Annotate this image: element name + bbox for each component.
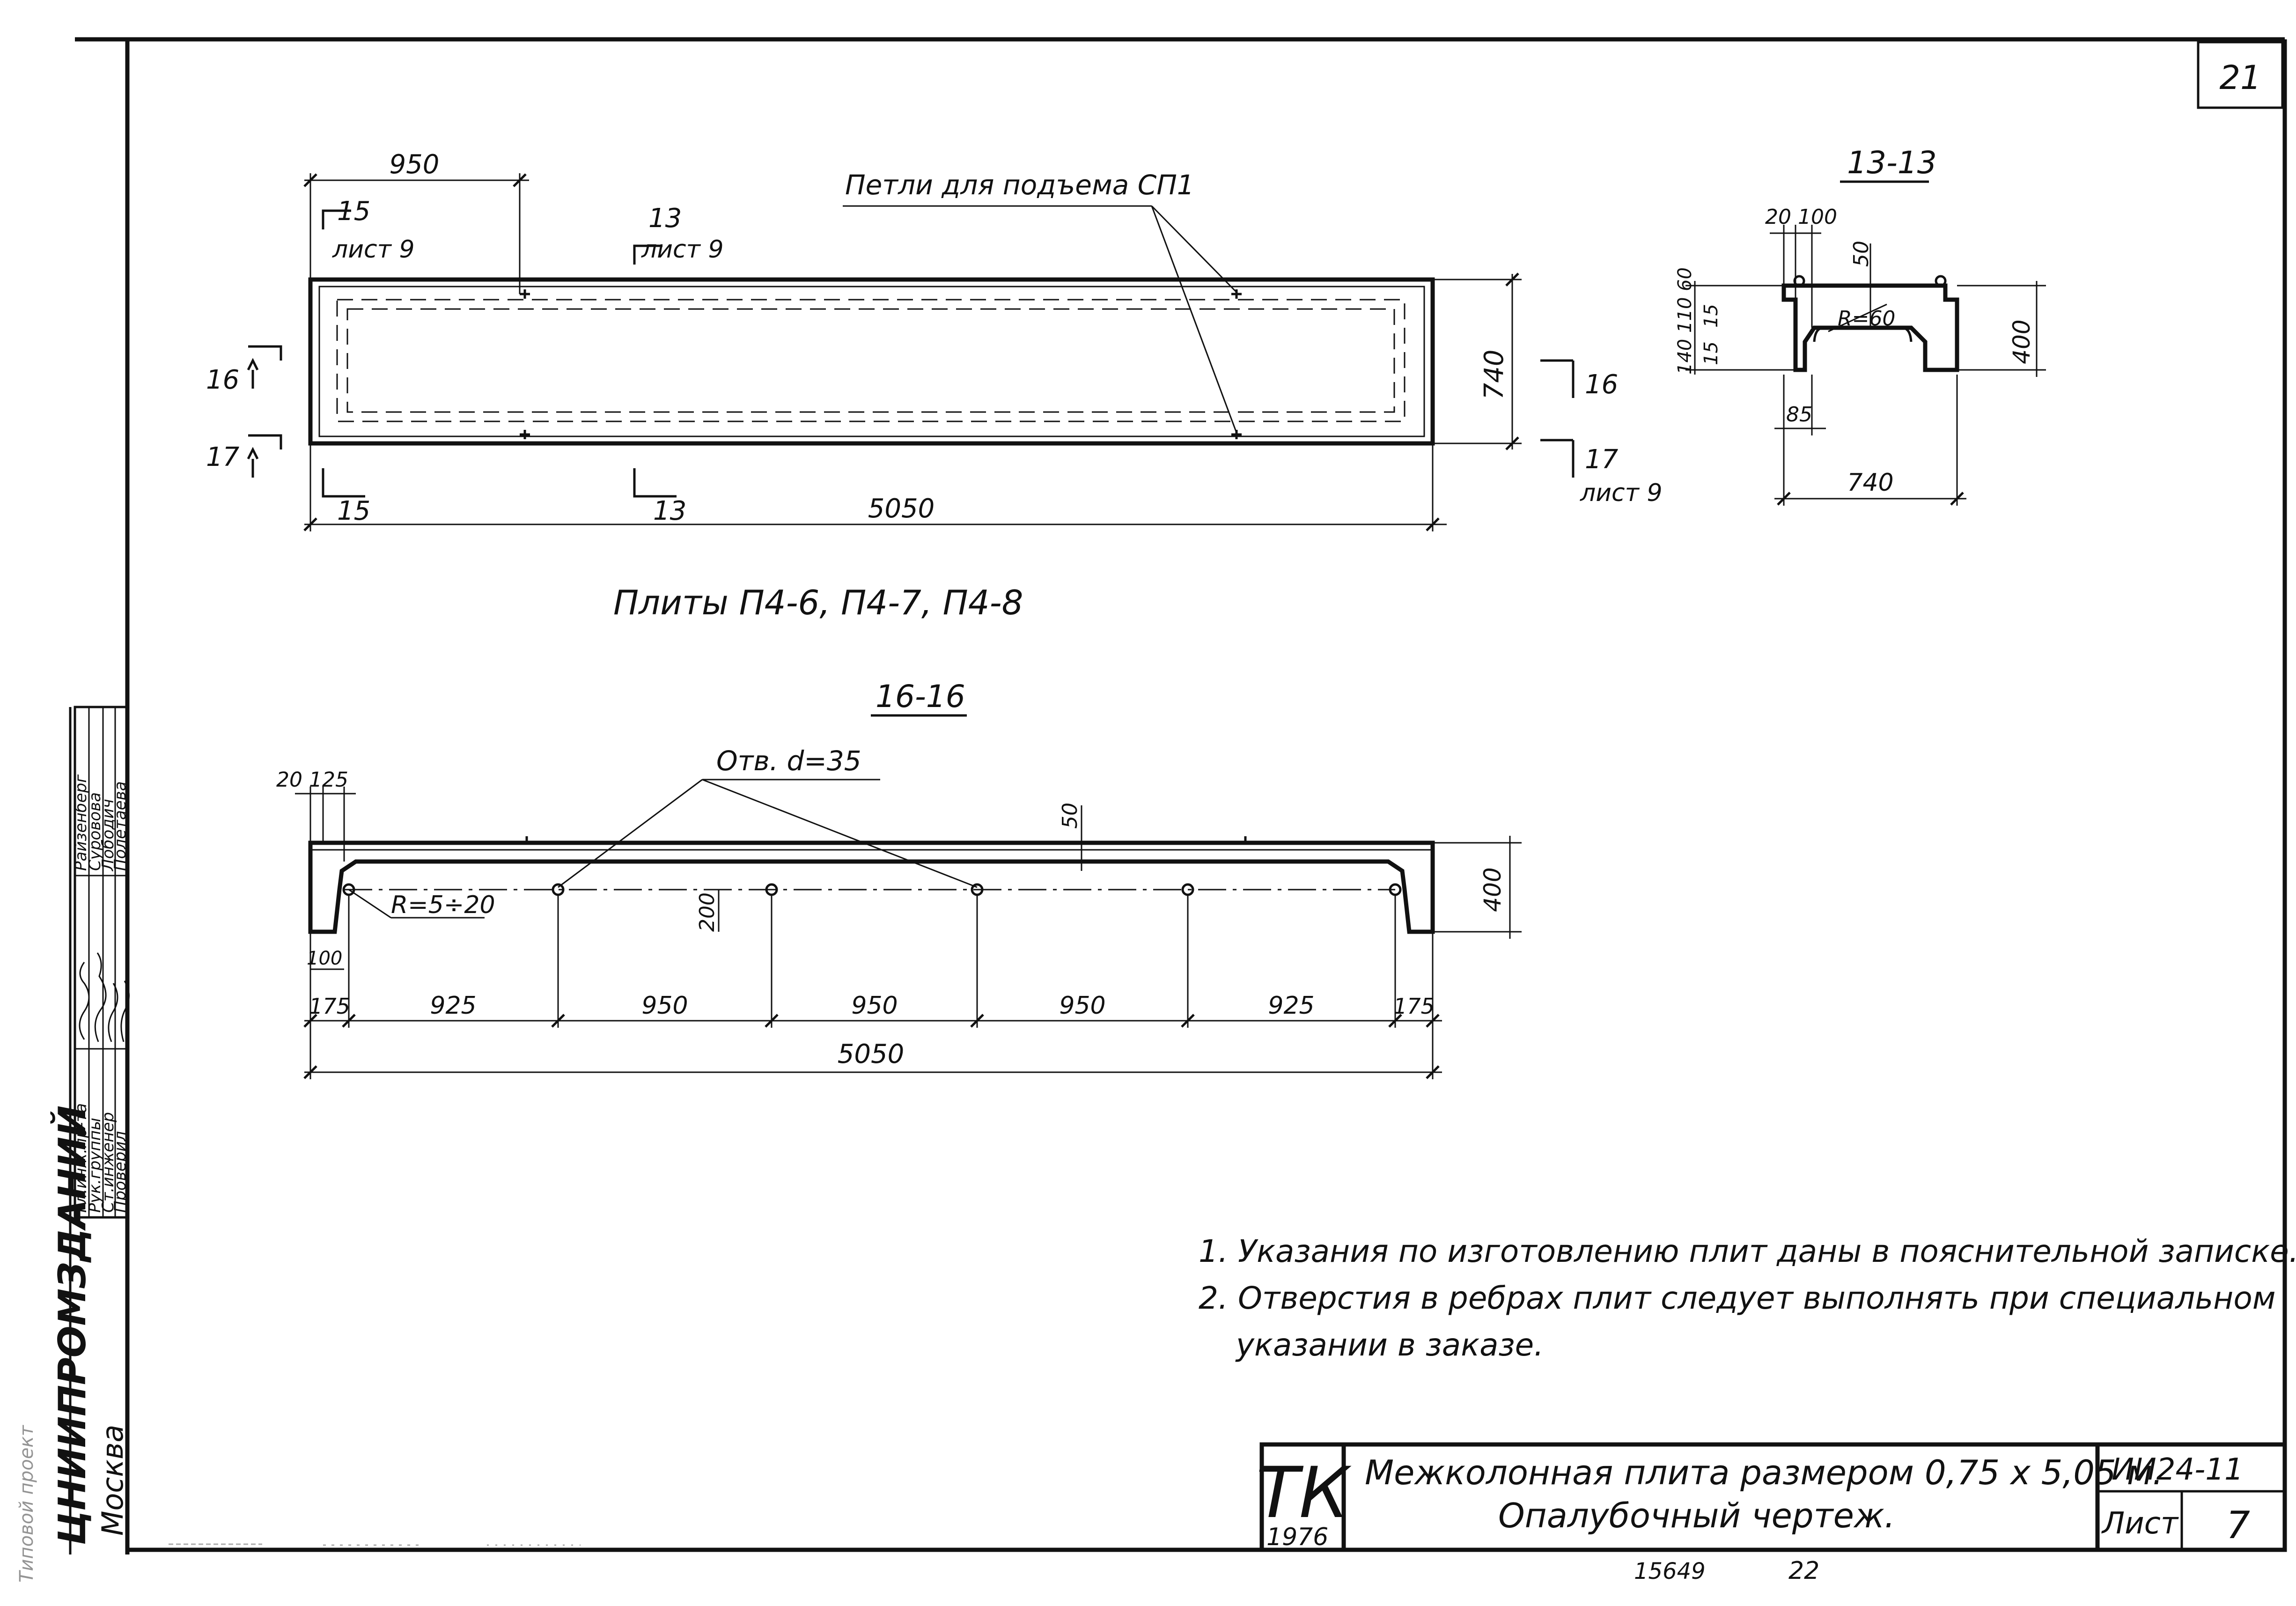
section-13-dim-15b: 15: [1700, 341, 1722, 365]
plan-dim-5050-label: 5050: [868, 494, 935, 524]
plan-dim-950-label: 950: [390, 149, 440, 180]
sidebar-faded-text: Типовой проект: [16, 1424, 37, 1583]
svg-text:15: 15: [337, 196, 370, 227]
cut-mark-17-right: 17 лист 9: [1540, 439, 1663, 507]
plan-dim-740-label: 740: [1479, 350, 1509, 400]
sidebar-name-1: Райзенберг: [72, 774, 90, 871]
svg-text:17: 17: [1585, 444, 1619, 475]
title-line-1: Межколонная плита размером 0,75 х 5,05 м…: [1365, 1453, 2163, 1492]
section-13-title: 13-13: [1847, 145, 1937, 181]
span-5: 950: [1059, 992, 1105, 1020]
plan-dim-740: 740: [1433, 273, 1522, 450]
note-2: 2. Отверстия в ребрах плит следует выпол…: [1199, 1280, 2276, 1316]
sidebar-role-3: Ст.инженер: [99, 1112, 118, 1213]
section-13-radius: R=60: [1838, 307, 1895, 331]
signature-4: [120, 980, 130, 1042]
section-13-height: 400: [2008, 319, 2035, 364]
sidebar-role-2: Рук.группы: [86, 1118, 104, 1213]
footer-number: 15649: [1634, 1558, 1706, 1584]
svg-text:лист 9: лист 9: [1580, 479, 1663, 507]
sheet-frame: [75, 37, 2287, 1554]
title-block: ТК 1976 Межколонная плита размером 0,75 …: [1256, 1442, 2287, 1552]
title-logo: ТК: [1256, 1452, 1352, 1534]
plan-dim-5050: 5050: [303, 443, 1447, 531]
svg-text:16: 16: [206, 365, 239, 395]
section-13-dim-85: 85: [1786, 403, 1812, 427]
svg-text:13: 13: [648, 203, 682, 234]
section-16-radius: R=5÷20: [391, 891, 495, 919]
svg-text:15: 15: [337, 496, 370, 526]
section-13-width: 740: [1847, 469, 1893, 497]
section-13-dim-top: 20 100: [1765, 205, 1837, 229]
footer-page: 22: [1788, 1557, 1819, 1585]
section-13-dim-left: 140 110 60: [1674, 267, 1696, 375]
section-16-span-chain: 175 925 950 950 950 925 175: [303, 894, 1442, 1028]
section-16-total-label: 5050: [838, 1039, 905, 1069]
scan-artifacts: [169, 1543, 581, 1546]
sidebar-role-1: Гл.инж.пр-та: [72, 1103, 90, 1213]
section-13-profile: [1781, 283, 1959, 372]
section-16-16: 16-16 Отв. d=35 20 125 50: [276, 678, 1522, 1079]
sidebar-name-4: Полетаева: [111, 781, 130, 871]
sidebar-name-2: Суровова: [86, 792, 104, 871]
title-line-2: Опалубочный чертеж.: [1498, 1496, 1895, 1535]
section-16-dim-top-left: 20 125: [276, 768, 348, 792]
cut-mark-13-top: 13 лист 9: [633, 203, 724, 265]
plan-view: 950 Петли для подъема СП1 15 лист 9 13 л…: [206, 149, 1663, 531]
signature-3: [108, 983, 118, 1042]
span-7: 175: [1393, 994, 1435, 1019]
note-2-cont: указании в заказе.: [1235, 1327, 1544, 1363]
span-1: 175: [309, 994, 350, 1019]
span-3: 950: [641, 992, 688, 1020]
plates-caption: Плиты П4-6, П4-7, П4-8: [613, 583, 1023, 622]
svg-text:лист 9: лист 9: [641, 236, 724, 264]
loops-label: Петли для подъема СП1: [845, 169, 1194, 201]
svg-text:17: 17: [206, 442, 240, 472]
sidebar-city: Москва: [96, 1425, 130, 1536]
lifting-loop-markers: [520, 289, 1242, 439]
loops-leader: Петли для подъема СП1: [843, 169, 1237, 433]
cut-mark-13-bottom: 13: [633, 468, 686, 526]
sheet-number: 21: [2219, 59, 2261, 97]
title-sheet-label: Лист: [2101, 1506, 2179, 1541]
sidebar-role-4: Проверил: [111, 1131, 130, 1213]
section-16-dim-50: 50: [1058, 803, 1082, 829]
section-16-title: 16-16: [876, 678, 965, 715]
signature-2: [94, 952, 107, 1042]
section-16-hole-label: Отв. d=35: [716, 745, 861, 777]
svg-text:лист 9: лист 9: [332, 236, 415, 264]
cut-mark-16-left: 16: [206, 345, 282, 395]
svg-text:16: 16: [1585, 369, 1618, 400]
title-sheet-value: 7: [2226, 1503, 2250, 1547]
section-13-dim-50: 50: [1849, 241, 1873, 267]
section-13-dim-15a: 15: [1700, 304, 1722, 328]
span-2: 925: [430, 992, 476, 1020]
signature-1: [79, 962, 90, 1040]
section-13-13: 13-13 20 100 50 140 110 60 15 15 R=60 40…: [1674, 145, 2046, 506]
section-16-dim-100: 100: [307, 948, 342, 969]
section-16-total: 5050: [303, 1028, 1442, 1079]
title-series: ИИ24-11: [2112, 1452, 2244, 1487]
sidebar-org: ЦНИИПРОМЗДАНИЙ: [50, 1105, 94, 1545]
sidebar-stamp: Гл.инж.пр-та Рук.группы Ст.инженер Прове…: [16, 706, 130, 1583]
cut-mark-17-left: 17: [206, 434, 282, 478]
span-4: 950: [851, 992, 898, 1020]
note-1: 1. Указания по изготовлению плит даны в …: [1199, 1233, 2296, 1269]
plan-dim-950: 950: [303, 149, 529, 294]
cut-mark-15-top: 15 лист 9: [322, 196, 415, 264]
cut-mark-15-bottom: 15: [322, 468, 370, 526]
title-year: 1976: [1266, 1523, 1328, 1551]
section-16-height: 400: [1479, 867, 1506, 912]
cut-mark-16-right: 16: [1540, 359, 1618, 400]
sidebar-name-3: Лободич: [99, 799, 118, 872]
svg-text:13: 13: [653, 496, 686, 526]
sheet-number-box: 21: [2197, 41, 2284, 109]
notes: 1. Указания по изготовлению плит даны в …: [1199, 1233, 2296, 1363]
span-6: 925: [1268, 992, 1314, 1020]
section-16-dim-200: 200: [695, 892, 719, 932]
